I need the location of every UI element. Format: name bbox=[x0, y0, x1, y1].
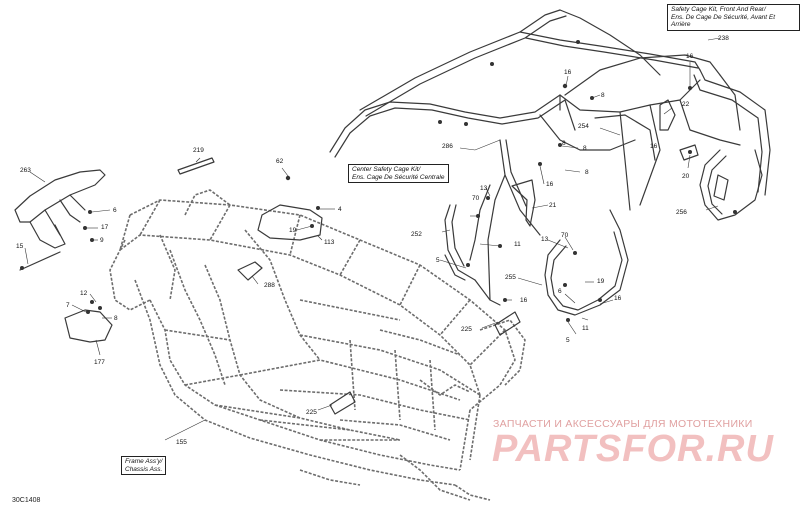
callout-70b: 70 bbox=[561, 232, 569, 239]
callout-17: 17 bbox=[101, 224, 109, 231]
callout-225a: 225 bbox=[461, 326, 472, 333]
callout-6a: 6 bbox=[113, 207, 117, 214]
callout-113: 113 bbox=[324, 239, 335, 246]
callout-16c: 16 bbox=[650, 143, 658, 150]
frame-assy-label: Frame Ass'y/ Chassis Ass. bbox=[121, 456, 167, 475]
leader-lines bbox=[24, 37, 721, 441]
callout-19b: 19 bbox=[597, 278, 605, 285]
safety-cage-kit-label: Safety Cage Kit, Front And Rear/ Ens. De… bbox=[667, 4, 800, 31]
callout-263: 263 bbox=[20, 167, 31, 174]
callout-16f: 16 bbox=[614, 295, 622, 302]
callout-252: 252 bbox=[411, 231, 422, 238]
callout-16b: 16 bbox=[686, 53, 694, 60]
safety-cage bbox=[14, 9, 771, 415]
safety-cage-kit-line1: Safety Cage Kit, Front And Rear/ bbox=[671, 6, 766, 13]
callout-70a: 70 bbox=[472, 195, 480, 202]
chassis-frame bbox=[109, 189, 526, 501]
callout-6b: 6 bbox=[558, 288, 562, 295]
center-cage-kit-line1: Center Safety Cage Kit/ bbox=[352, 166, 421, 173]
callout-225b: 225 bbox=[306, 409, 317, 416]
callout-256: 256 bbox=[676, 209, 687, 216]
callout-numbers: 238 16 8 16 8 22 254 16 8 286 16 13 70 2… bbox=[16, 35, 729, 446]
watermark-tagline: ЗАПЧАСТИ И АКСЕССУАРЫ ДЛЯ МОТОТЕХНИКИ bbox=[493, 418, 753, 430]
callout-16e: 16 bbox=[520, 297, 528, 304]
callout-19a: 19 bbox=[289, 227, 297, 234]
callout-7: 7 bbox=[66, 302, 70, 309]
callout-238: 238 bbox=[718, 35, 729, 42]
center-cage-kit-line2: Ens. Cage De Sécurité Centrale bbox=[352, 173, 445, 181]
safety-cage-kit-line2: Ens. De Cage De Sécurité, Avant Et Arriè… bbox=[671, 13, 776, 29]
diagram-code: 30C1408 bbox=[12, 497, 41, 504]
callout-177: 177 bbox=[94, 359, 105, 366]
callout-4: 4 bbox=[338, 206, 342, 213]
callout-12: 12 bbox=[80, 290, 88, 297]
callout-62: 62 bbox=[276, 158, 284, 165]
callout-5a: 5 bbox=[436, 257, 440, 264]
callout-8d: 8 bbox=[585, 169, 589, 176]
callout-5b: 5 bbox=[566, 337, 570, 344]
callout-8b: 8 bbox=[562, 140, 566, 147]
callout-219: 219 bbox=[193, 147, 204, 154]
callout-16d: 16 bbox=[546, 181, 554, 188]
callout-11b: 11 bbox=[582, 325, 589, 332]
callout-20: 20 bbox=[682, 173, 690, 180]
callout-8c: 8 bbox=[583, 145, 587, 152]
callout-8e: 8 bbox=[114, 315, 118, 322]
frame-assy-line1: Frame Ass'y/ bbox=[125, 458, 163, 465]
callout-21: 21 bbox=[549, 202, 557, 209]
callout-13a: 13 bbox=[480, 185, 488, 192]
callout-16a: 16 bbox=[564, 69, 572, 76]
callout-8a: 8 bbox=[601, 92, 605, 99]
callout-255: 255 bbox=[505, 274, 516, 281]
callout-288: 288 bbox=[264, 282, 275, 289]
callout-9: 9 bbox=[100, 237, 104, 244]
callout-286: 286 bbox=[442, 143, 453, 150]
frame-assy-line2: Chassis Ass. bbox=[125, 465, 163, 473]
callout-155: 155 bbox=[176, 439, 187, 446]
callout-13b: 13 bbox=[541, 236, 549, 243]
watermark-logo: PARTSFOR.RU bbox=[492, 428, 774, 470]
callout-11a: 11 bbox=[514, 241, 521, 248]
callout-15: 15 bbox=[16, 243, 24, 250]
callout-22: 22 bbox=[682, 101, 690, 108]
hardware-fasteners bbox=[20, 40, 737, 322]
center-cage-kit-label: Center Safety Cage Kit/ Ens. Cage De Séc… bbox=[348, 164, 449, 183]
callout-254: 254 bbox=[578, 123, 589, 130]
